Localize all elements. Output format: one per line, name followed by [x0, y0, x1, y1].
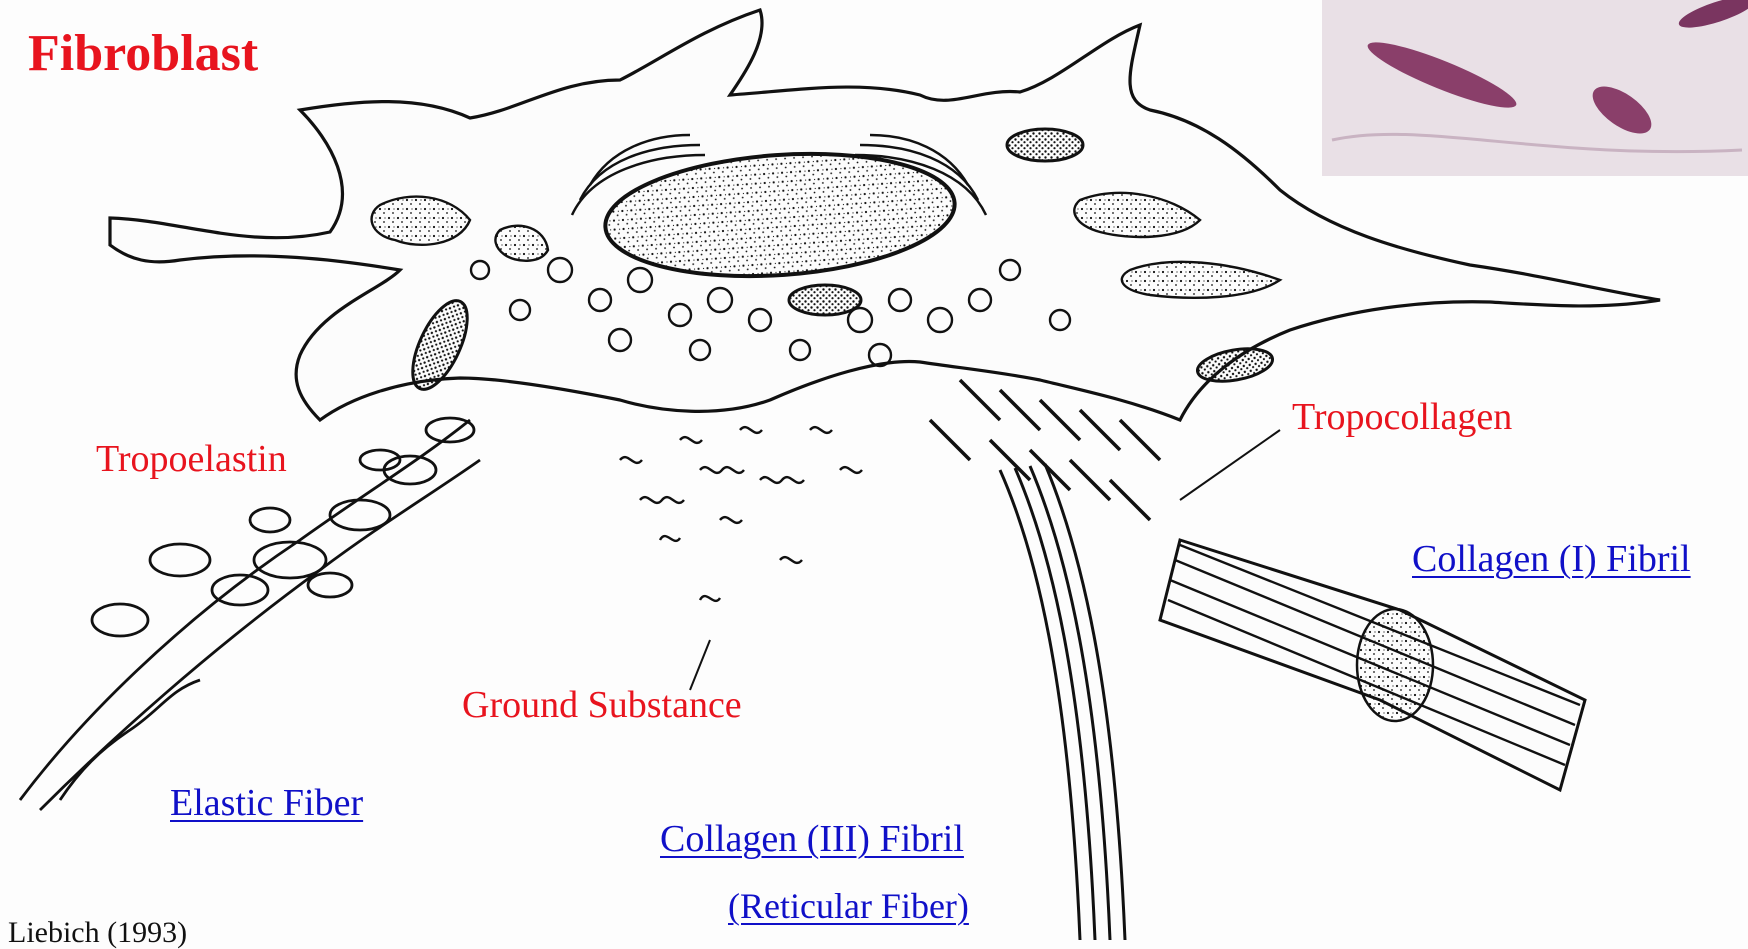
micrograph-inset — [1322, 0, 1748, 176]
tropocollagen-leader — [1180, 430, 1280, 500]
diagram-title: Fibroblast — [28, 28, 258, 80]
label-ground-substance: Ground Substance — [462, 686, 742, 724]
link-collagen-iii-fibril[interactable]: Collagen (III) Fibril — [660, 820, 964, 858]
ground-substance-leader — [690, 640, 710, 690]
label-tropocollagen: Tropocollagen — [1292, 398, 1512, 436]
collagen-iii-fibril-drawing — [1000, 464, 1125, 940]
link-reticular-fiber[interactable]: (Reticular Fiber) — [728, 888, 969, 924]
ground-substance-drawing — [620, 427, 862, 601]
image-credit: Liebich (1993) — [8, 918, 187, 948]
link-elastic-fiber[interactable]: Elastic Fiber — [170, 784, 363, 822]
link-collagen-i-fibril[interactable]: Collagen (I) Fibril — [1412, 540, 1691, 578]
label-tropoelastin: Tropoelastin — [96, 440, 287, 478]
